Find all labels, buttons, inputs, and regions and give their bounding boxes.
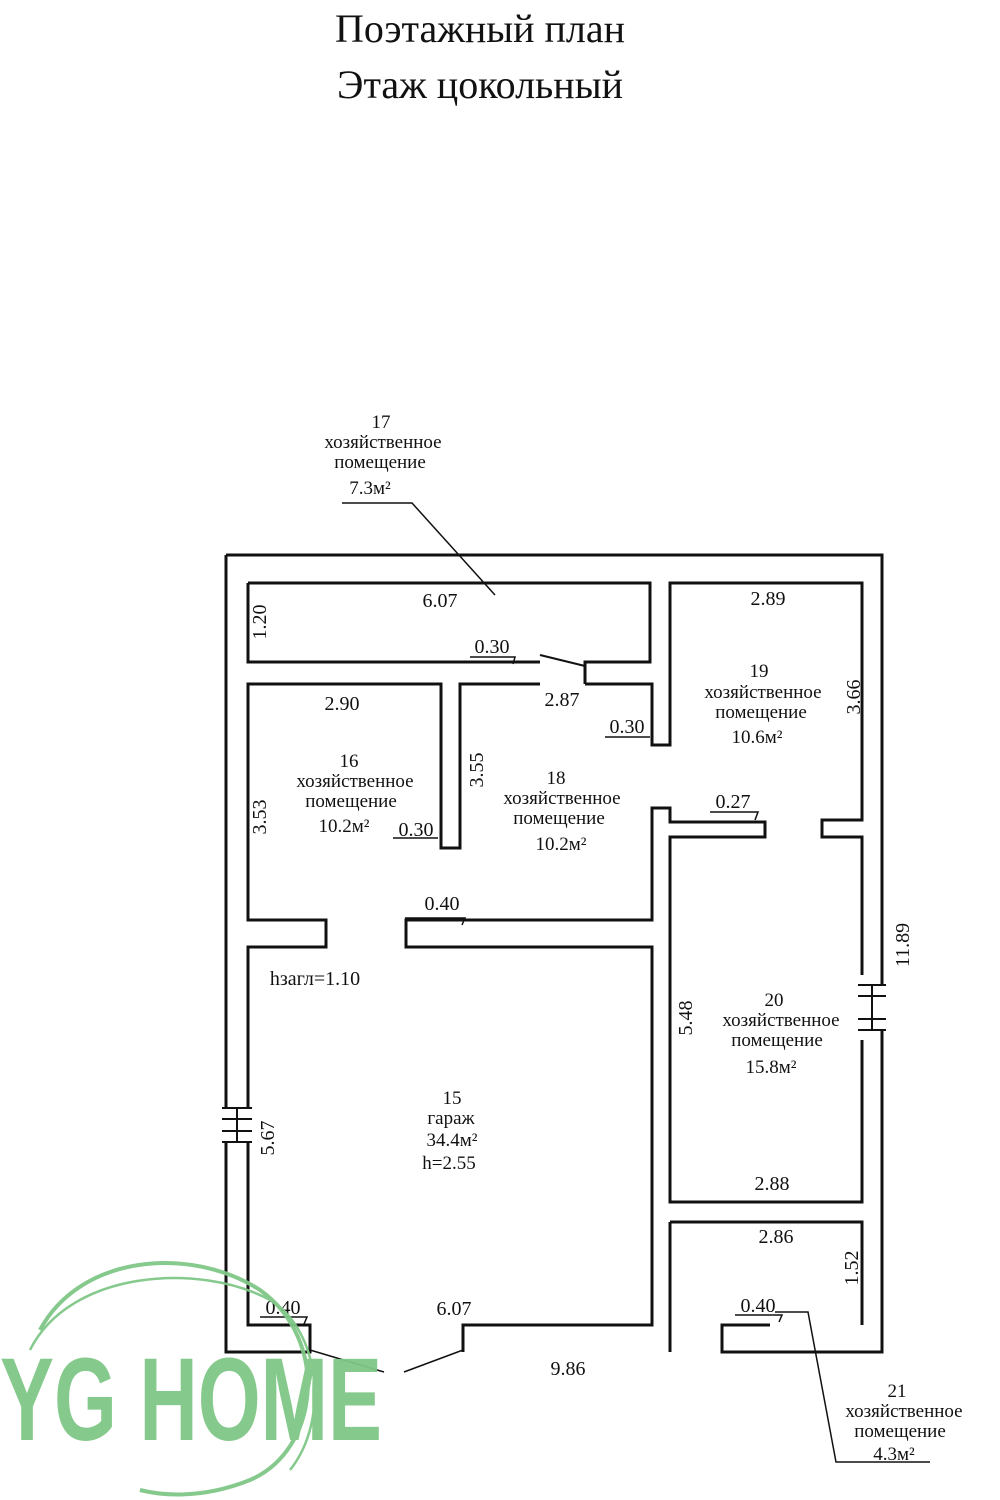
- dim-120: 1.20: [249, 605, 271, 640]
- window-right: [858, 984, 886, 1031]
- plan-title: Поэтажный план: [334, 6, 626, 51]
- room-17-name: хозяйственное: [324, 432, 441, 453]
- window-left: [222, 1107, 252, 1143]
- room-16-name2: помещение: [305, 791, 397, 812]
- dim-366: 3.66: [843, 680, 865, 715]
- room-17-area: 7.3м²: [349, 478, 391, 499]
- watermark-text: YG HOME: [0, 1334, 382, 1466]
- dim-607-bottom: 6.07: [437, 1298, 472, 1320]
- dim-040-c: 0.40: [741, 1295, 776, 1317]
- dim-355: 3.55: [466, 753, 488, 788]
- room-21-area: 4.3м²: [873, 1444, 915, 1465]
- leader-21: [775, 1311, 930, 1463]
- dim-548: 5.48: [675, 1001, 697, 1036]
- room-21-name2: помещение: [854, 1421, 946, 1442]
- dim-027: 0.27: [716, 791, 751, 813]
- dim-567: 5.67: [257, 1121, 279, 1156]
- dim-040-a: 0.40: [425, 893, 460, 915]
- room-18-area: 10.2м²: [536, 834, 587, 855]
- dim-underlines: [260, 656, 784, 1325]
- room-19-number: 19: [750, 661, 769, 682]
- dim-152: 1.52: [841, 1251, 863, 1286]
- room-19-area: 10.6м²: [732, 727, 783, 748]
- leader-17: [342, 502, 496, 596]
- watermark-logo: YG HOME: [0, 1261, 382, 1497]
- room-20-area: 15.8м²: [746, 1057, 797, 1078]
- door-leaf: [539, 654, 586, 667]
- dim-030-a: 0.30: [475, 636, 510, 658]
- outer-wall: [224, 553, 884, 1354]
- room-16-area: 10.2м²: [319, 816, 370, 837]
- floor-subtitle: Этаж цокольный: [337, 62, 623, 107]
- room-16-name: хозяйственное: [296, 771, 413, 792]
- dim-607-top: 6.07: [423, 590, 458, 612]
- room-21-wall: [668, 1220, 864, 1352]
- room-15-number: 15: [443, 1088, 462, 1109]
- room-20-name2: помещение: [731, 1030, 823, 1051]
- room-17-number: 17: [372, 412, 391, 433]
- room-15-name: гараж: [427, 1108, 475, 1129]
- hzagl-label: hзагл=1.10: [270, 968, 360, 990]
- room-17-wall: [246, 581, 652, 684]
- dim-286: 2.86: [759, 1226, 794, 1248]
- dim-289: 2.89: [751, 588, 786, 610]
- room-15-area: 34.4м²: [427, 1130, 478, 1151]
- dim-030-c: 0.30: [399, 819, 434, 841]
- room-21-number: 21: [888, 1381, 907, 1402]
- dim-1189: 11.89: [892, 923, 914, 967]
- dim-290: 2.90: [325, 693, 360, 715]
- leaders: [309, 502, 930, 1463]
- room-18-number: 18: [547, 768, 566, 789]
- room-18-name2: помещение: [513, 808, 605, 829]
- room-19-name2: помещение: [715, 702, 807, 723]
- room-19-name: хозяйственное: [704, 682, 821, 703]
- dim-287: 2.87: [545, 689, 580, 711]
- room-15-height: h=2.55: [422, 1153, 475, 1174]
- room-16-number: 16: [340, 751, 359, 772]
- room-18-name: хозяйственное: [503, 788, 620, 809]
- dim-030-b: 0.30: [610, 716, 645, 738]
- room-20-name: хозяйственное: [722, 1010, 839, 1031]
- room-21-name: хозяйственное: [845, 1401, 962, 1422]
- watermark-swoosh: [38, 1261, 310, 1497]
- dim-353: 3.53: [249, 800, 271, 835]
- walls: [222, 553, 886, 1354]
- dim-986: 9.86: [551, 1358, 586, 1380]
- leader-entrance: [309, 1349, 464, 1373]
- room-20-number: 20: [765, 990, 784, 1011]
- dim-288: 2.88: [755, 1173, 790, 1195]
- room-17-name2: помещение: [334, 452, 426, 473]
